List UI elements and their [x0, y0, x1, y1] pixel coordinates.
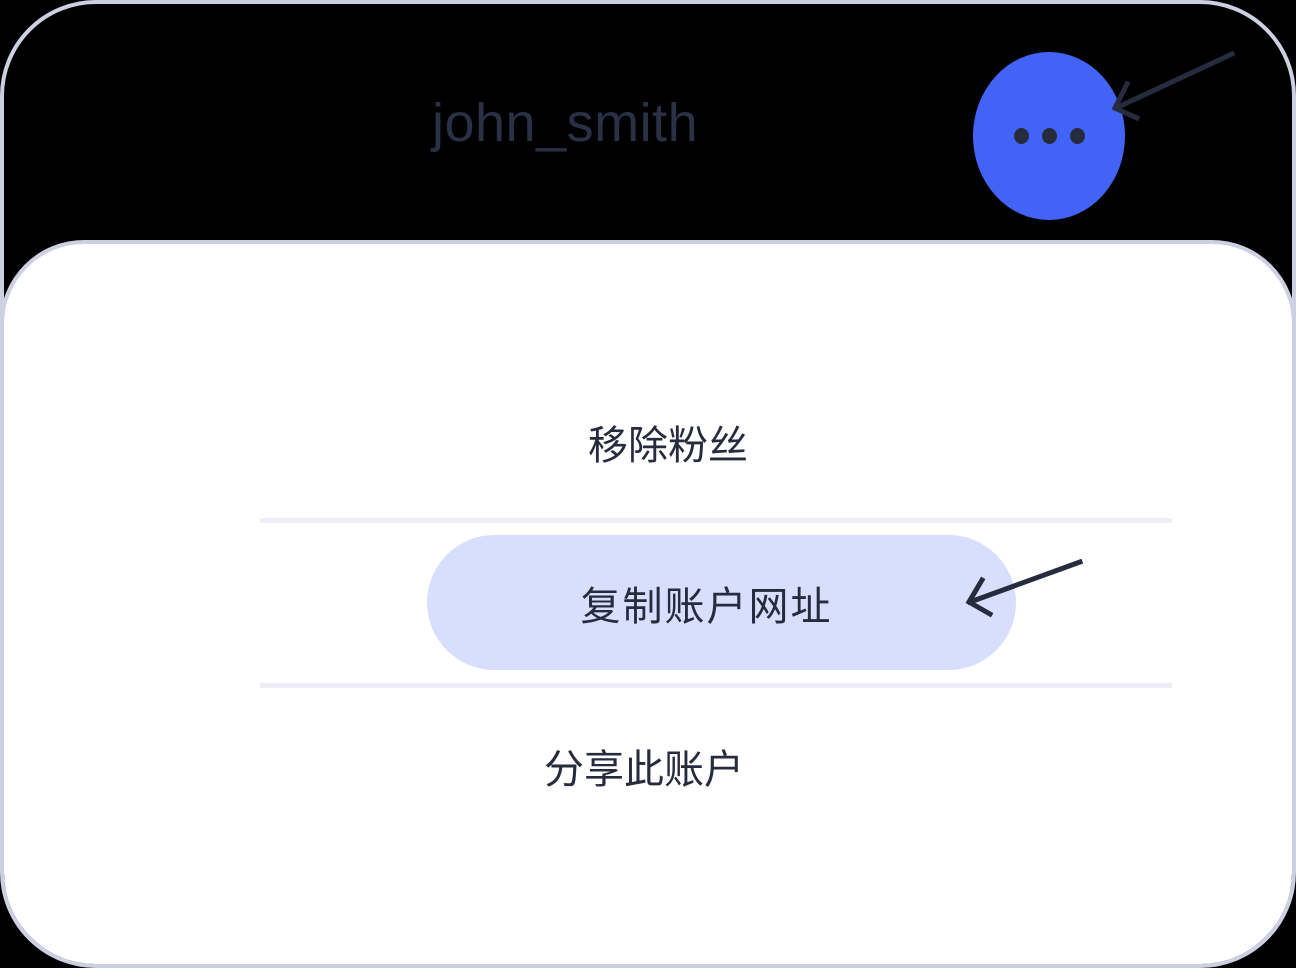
menu-divider [260, 683, 1172, 688]
more-dot-icon [1013, 128, 1029, 144]
more-options-button[interactable] [973, 52, 1125, 220]
menu-divider [260, 518, 1172, 523]
profile-username: john_smith [432, 93, 699, 153]
annotation-arrow-icon [1111, 50, 1236, 122]
action-sheet: 移除粉丝 复制账户网址 分享此账户 [4, 240, 1292, 964]
more-dot-icon [1069, 128, 1085, 144]
copy-account-url-label: 复制账户网址 [580, 583, 833, 630]
more-dot-icon [1041, 128, 1057, 144]
remove-follower-item[interactable]: 移除粉丝 [588, 423, 748, 469]
copy-account-url-item[interactable]: 复制账户网址 [427, 535, 1016, 670]
profile-header: john_smith [4, 4, 1292, 244]
share-account-item[interactable]: 分享此账户 [544, 747, 744, 793]
